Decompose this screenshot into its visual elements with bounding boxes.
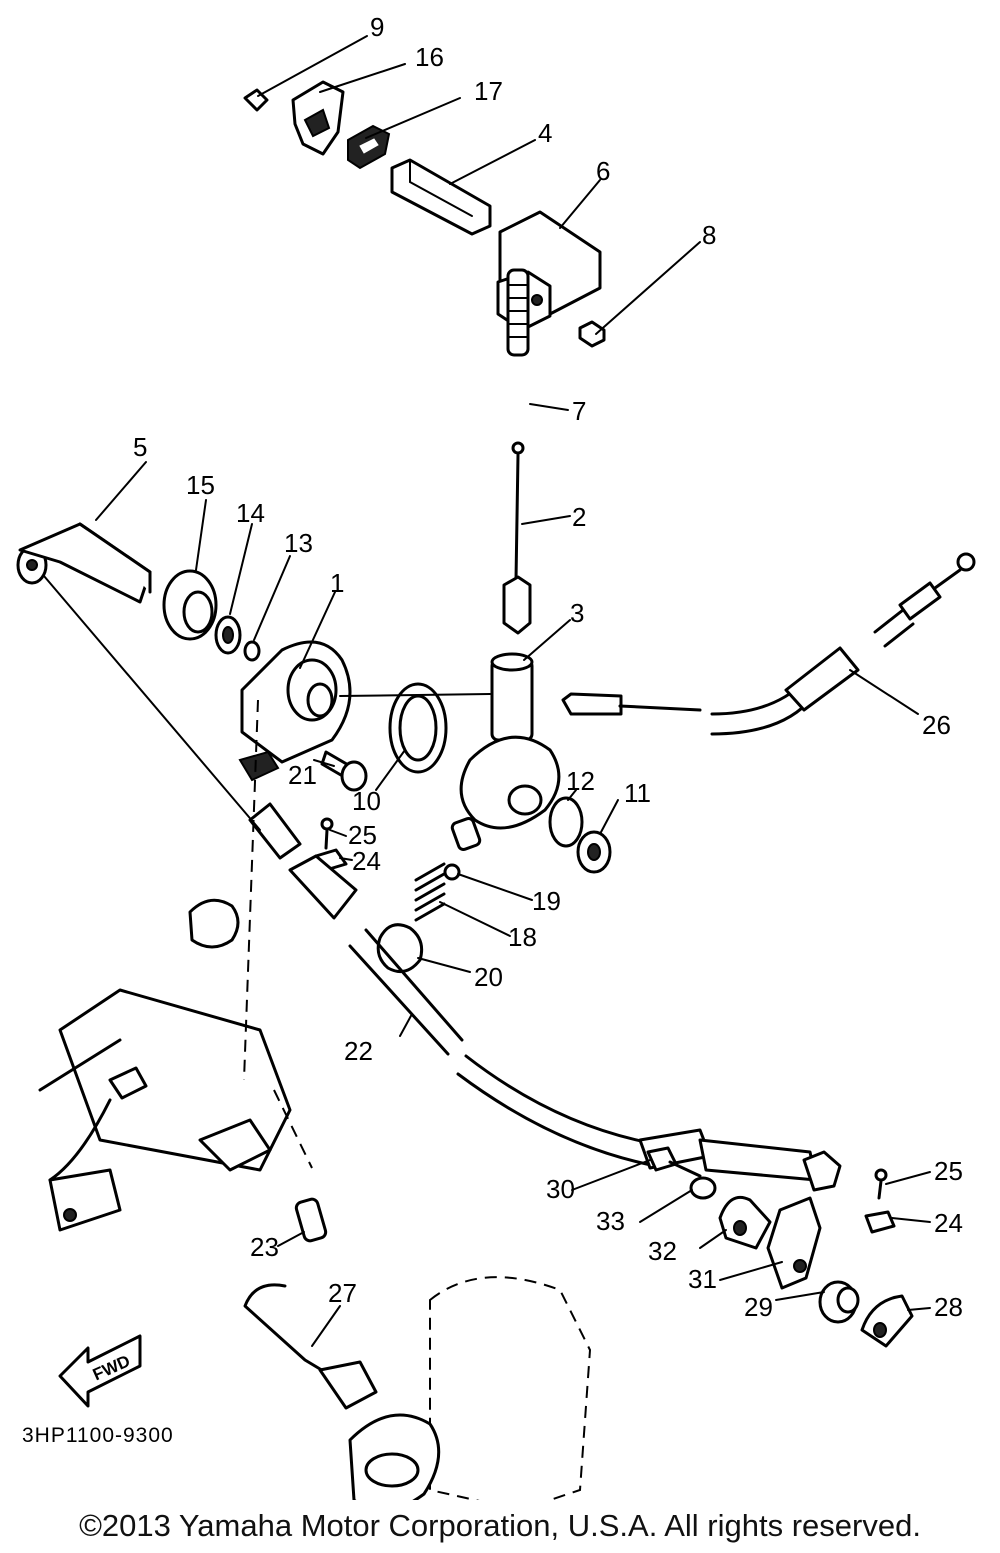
callout-26: 26	[922, 710, 951, 740]
part-32-bracket	[718, 1195, 772, 1250]
callout-20: 20	[474, 962, 503, 992]
callout-18: 18	[508, 922, 537, 952]
fwd-arrow-icon: FWD	[58, 1334, 142, 1408]
callout-29: 29	[744, 1292, 773, 1322]
callout-5: 5	[133, 432, 147, 462]
copyright-notice: ©2013 Yamaha Motor Corporation, U.S.A. A…	[79, 1508, 921, 1543]
callout-1: 1	[330, 568, 344, 598]
callout-3: 3	[570, 598, 584, 628]
callout-4: 4	[538, 118, 552, 148]
part-19-ball	[443, 863, 461, 881]
part-2-shift-rod	[502, 441, 532, 635]
callout-25-right: 25	[934, 1156, 963, 1186]
callout-23: 23	[250, 1232, 279, 1262]
part-27-link-rod	[243, 1283, 378, 1410]
callout-33: 33	[596, 1206, 625, 1236]
callout-24-left: 24	[352, 846, 381, 876]
callout-15: 15	[186, 470, 215, 500]
part-23-bolt	[294, 1197, 328, 1243]
part-20-collar	[376, 923, 424, 974]
part-26-cable	[561, 552, 976, 736]
part-16-bracket	[291, 80, 345, 156]
callout-12: 12	[566, 766, 595, 796]
part-25-pin	[320, 817, 334, 850]
callout-11: 11	[624, 778, 651, 808]
part-12-washer	[548, 796, 584, 848]
part-18-spring	[414, 862, 446, 922]
part-17-clip	[347, 124, 391, 170]
callout-22: 22	[344, 1036, 373, 1066]
leader-lines	[43, 35, 931, 1347]
callout-25-left: 25	[348, 820, 377, 850]
part-1-housing	[238, 640, 352, 782]
callout-9: 9	[370, 12, 384, 42]
callout-30: 30	[546, 1174, 575, 1204]
mounting-bracket-assembly	[38, 898, 292, 1232]
part-15-bushing	[162, 569, 218, 641]
part-5-shaft	[16, 522, 152, 604]
part-21-bolt	[320, 750, 368, 792]
part-24-pin-right	[864, 1210, 896, 1234]
callout-8: 8	[702, 220, 716, 250]
callout-14: 14	[236, 498, 265, 528]
part-31-link	[766, 1196, 822, 1290]
callout-19: 19	[532, 886, 561, 916]
lower-unit-outline	[348, 1276, 592, 1500]
callouts: 9 16 17 4 6 8 7 2 3 5 15 14 13 1 21 10 1…	[133, 12, 963, 1322]
callout-24-right: 24	[934, 1208, 963, 1238]
part-7-spring	[506, 268, 530, 357]
part-4-lever-insert	[390, 158, 492, 236]
callout-31: 31	[688, 1264, 717, 1294]
callout-10: 10	[352, 786, 381, 816]
callout-7: 7	[572, 396, 586, 426]
part-33-washer	[689, 1176, 717, 1200]
callout-28: 28	[934, 1292, 963, 1322]
callout-2: 2	[572, 502, 586, 532]
callout-13: 13	[284, 528, 313, 558]
part-13-o-ring	[243, 640, 261, 662]
callout-6: 6	[596, 156, 610, 186]
part-11-nut	[576, 830, 612, 874]
part-8-screw	[578, 320, 606, 348]
callout-21: 21	[288, 760, 317, 790]
part-22-cable	[248, 802, 842, 1192]
diagram-code: 3HP1100-9300	[22, 1424, 174, 1447]
callout-17: 17	[474, 76, 503, 106]
part-25-pin-right	[874, 1168, 888, 1200]
callout-16: 16	[415, 42, 444, 72]
part-30-bolt	[646, 1146, 702, 1178]
callout-27: 27	[328, 1278, 357, 1308]
parts-diagram: 9 16 17 4 6 8 7 2 3 5 15 14 13 1 21 10 1…	[16, 12, 976, 1500]
callout-32: 32	[648, 1236, 677, 1266]
part-29-collar	[818, 1280, 860, 1324]
part-3-shift-shaft	[450, 652, 561, 852]
part-28-clip	[860, 1294, 914, 1348]
part-14-washer	[214, 615, 242, 655]
